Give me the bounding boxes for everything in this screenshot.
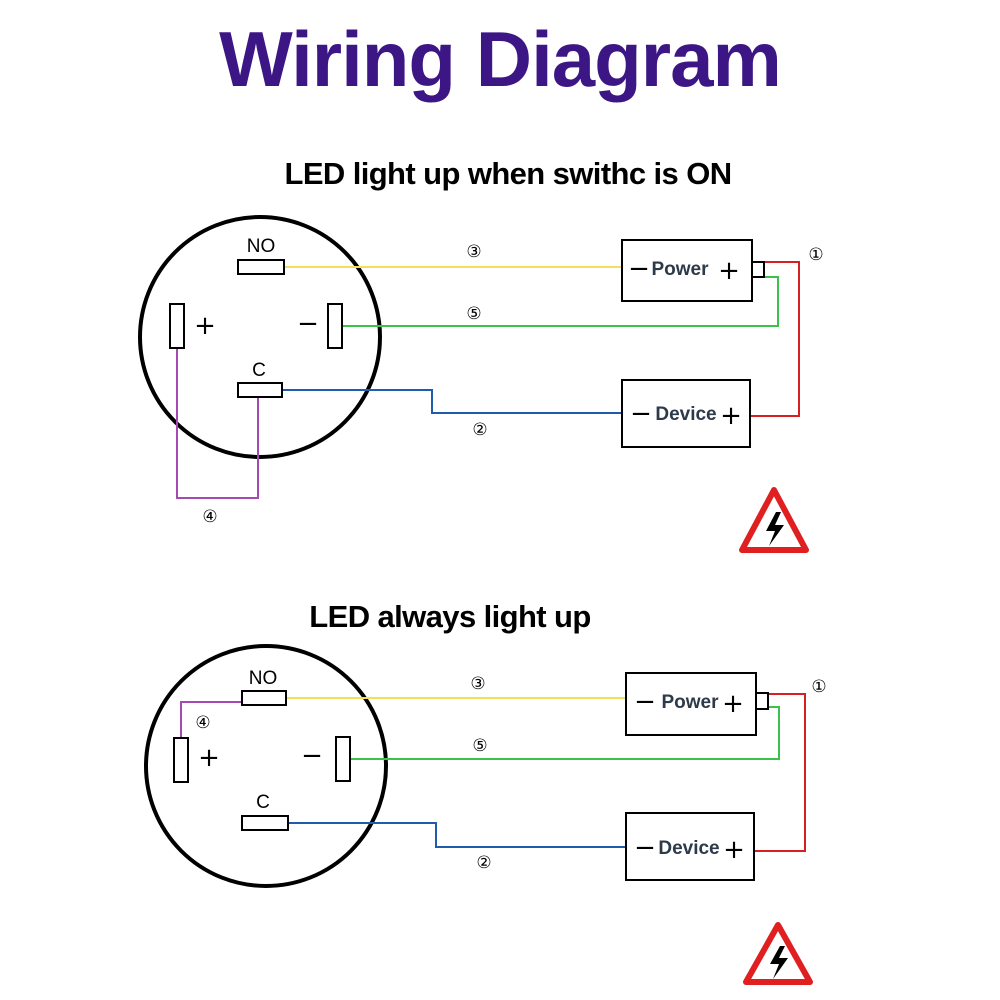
diagram-heading: LED light up when swithc is ON	[284, 156, 731, 191]
power-label: Power	[651, 259, 709, 280]
wire-1-number: ①	[808, 245, 823, 265]
switch-body	[138, 215, 382, 459]
wire-5-number: ⑤	[466, 304, 481, 324]
terminal-led-minus	[327, 303, 343, 349]
power-label: Power	[661, 692, 719, 713]
wire-2-number: ②	[476, 853, 491, 873]
led-minus-sign: −	[297, 309, 319, 339]
high-voltage-warning-icon	[739, 487, 809, 553]
wire-2-number: ②	[472, 420, 487, 440]
power-plus-sign: +	[718, 256, 740, 286]
power-minus-sign: −	[634, 687, 656, 717]
diagram-always-on: LED always light up NO C + − − Power + −…	[144, 599, 827, 985]
terminal-c	[237, 382, 283, 398]
device-box	[621, 379, 751, 448]
led-minus-sign: −	[301, 741, 323, 771]
power-connector	[755, 692, 769, 710]
device-plus-sign: +	[720, 401, 742, 431]
wire-1-number: ①	[811, 677, 826, 697]
device-minus-sign: −	[634, 833, 656, 863]
terminal-no-label: NO	[247, 236, 276, 257]
wire-1	[750, 261, 800, 417]
device-box	[625, 812, 755, 881]
power-connector	[751, 261, 765, 278]
high-voltage-warning-icon	[743, 922, 813, 985]
wire-2	[288, 822, 626, 848]
terminal-led-plus	[173, 737, 189, 783]
switch-body	[144, 644, 388, 888]
device-plus-sign: +	[723, 835, 745, 865]
diagram-heading: LED always light up	[309, 599, 590, 634]
wire-5	[350, 706, 780, 760]
power-box	[625, 672, 757, 736]
terminal-c-label: C	[252, 360, 266, 381]
terminal-c	[241, 815, 289, 831]
device-minus-sign: −	[630, 399, 652, 429]
diagram-switch-on: LED light up when swithc is ON NO C + − …	[138, 156, 824, 553]
wire-4-number: ④	[202, 507, 217, 527]
wire-5	[342, 276, 779, 327]
wire-3-number: ③	[466, 242, 481, 262]
wire-4	[180, 701, 242, 738]
wire-2	[282, 389, 622, 414]
led-plus-sign: +	[198, 743, 220, 773]
wire-4	[176, 348, 259, 499]
wire-4-number: ④	[195, 713, 210, 733]
led-plus-sign: +	[194, 311, 216, 341]
page-title: Wiring Diagram	[219, 15, 781, 103]
terminal-no-label: NO	[249, 668, 278, 689]
terminal-led-minus	[335, 736, 351, 782]
wire-1	[754, 693, 806, 852]
wire-3-number: ③	[470, 674, 485, 694]
device-label: Device	[655, 404, 716, 425]
device-label: Device	[658, 838, 719, 859]
terminal-no	[241, 690, 287, 706]
terminal-led-plus	[169, 303, 185, 349]
terminal-c-label: C	[256, 792, 270, 813]
power-plus-sign: +	[722, 689, 744, 719]
power-box	[621, 239, 753, 302]
terminal-no	[237, 259, 285, 275]
power-minus-sign: −	[628, 254, 650, 284]
wire-5-number: ⑤	[472, 736, 487, 756]
